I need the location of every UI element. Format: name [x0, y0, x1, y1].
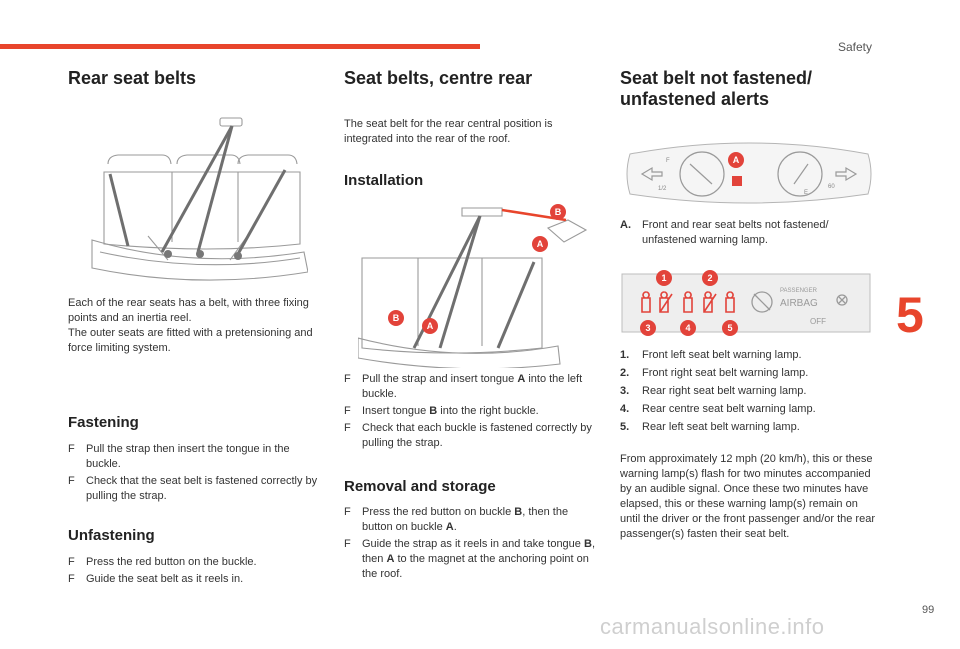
label-b-badge: B — [555, 207, 562, 217]
centre-rear-intro: The seat belt for the rear central posit… — [344, 118, 553, 145]
list-item: 1.Front left seat belt warning lamp. — [620, 349, 802, 361]
badge-1: 1 — [661, 273, 666, 283]
centre-rear-title: Seat belts, centre rear — [344, 68, 533, 88]
svg-text:F: F — [666, 158, 670, 164]
badge-2: 2 — [707, 273, 712, 283]
label-a-badge: A — [733, 155, 740, 165]
bullet-icon: F — [344, 422, 351, 434]
description-line: Each of the rear seats has a belt, with … — [68, 297, 309, 324]
removal-heading: Removal and storage — [344, 478, 496, 495]
badge-4: 4 — [685, 323, 690, 333]
warning-lamp-list: 1.Front left seat belt warning lamp. 2.F… — [620, 348, 876, 438]
top-accent-bar — [0, 44, 480, 49]
bullet-icon: F — [344, 506, 351, 518]
badge-5: 5 — [727, 323, 732, 333]
alerts-title: Seat belt not fastened/ unfastened alert… — [620, 68, 813, 109]
watermark: carmanualsonline.info — [600, 614, 825, 639]
svg-text:E: E — [804, 190, 808, 196]
rear-seat-illustration — [91, 117, 308, 281]
label-a-badge: A — [427, 321, 434, 331]
svg-text:1/2: 1/2 — [658, 186, 667, 192]
bullet-icon: F — [68, 443, 75, 455]
bullet-icon: F — [344, 405, 351, 417]
bullet-icon: F — [68, 556, 75, 568]
bullet-icon: F — [68, 573, 75, 585]
page-number: 99 — [922, 604, 935, 616]
airbag-label: AIRBAG — [780, 298, 818, 309]
list-item: A.Front and rear seat belts not fastened… — [620, 219, 829, 246]
description-line: The outer seats are fitted with a preten… — [68, 327, 313, 354]
list-item: 4.Rear centre seat belt warning lamp. — [620, 403, 816, 415]
rear-seat-description: Each of the rear seats has a belt, with … — [68, 296, 320, 356]
label-a-badge: A — [537, 239, 544, 249]
rear-seat-belts-title: Rear seat belts — [68, 68, 197, 88]
list-item: 5.Rear left seat belt warning lamp. — [620, 421, 800, 433]
svg-text:60: 60 — [828, 184, 835, 190]
chapter-number: 5 — [896, 287, 924, 343]
bullet-icon: F — [344, 538, 351, 550]
list-item: 2.Front right seat belt warning lamp. — [620, 367, 809, 379]
fastening-heading: Fastening — [68, 414, 139, 431]
dashboard-illustration: 1/2 F E 60 A — [626, 142, 872, 204]
passenger-label: PASSENGER — [780, 288, 818, 294]
list-item: 3.Rear right seat belt warning lamp. — [620, 385, 807, 397]
centre-belt-illustration: B A B A — [358, 204, 588, 368]
bullet-icon: F — [68, 475, 75, 487]
section-title: Safety — [837, 40, 872, 54]
bullet-icon: F — [344, 373, 351, 385]
warning-lamp-a: A.Front and rear seat belts not fastened… — [620, 218, 876, 251]
label-b-badge: B — [393, 313, 400, 323]
badge-3: 3 — [645, 323, 650, 333]
unfastening-heading: Unfastening — [68, 527, 155, 544]
off-label: OFF — [810, 317, 826, 326]
seat-belt-lamp-panel: PASSENGER AIRBAG OFF 1 2 3 4 5 — [621, 270, 871, 336]
installation-heading: Installation — [344, 172, 424, 189]
alerts-closing-text: From approximately 12 mph (20 km/h), thi… — [620, 453, 875, 540]
